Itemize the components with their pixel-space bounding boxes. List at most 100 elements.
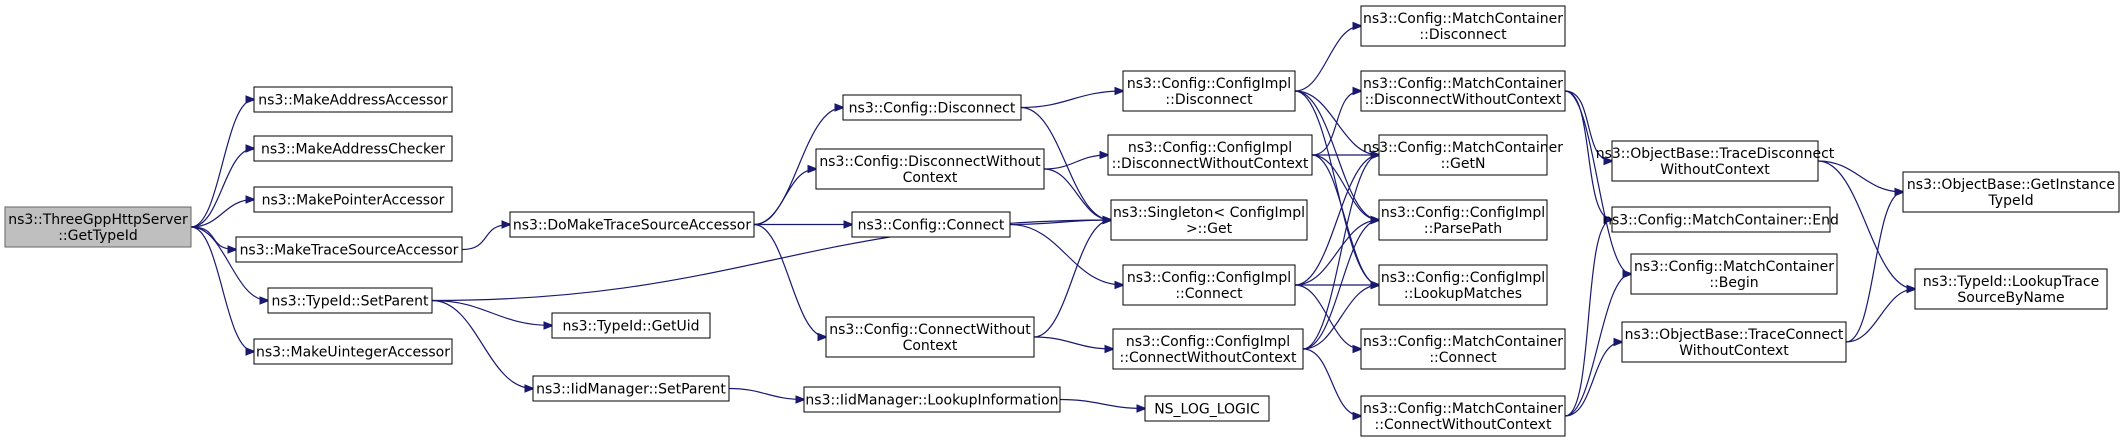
node-cfg-disc-wo[interactable]: ns3::Config::DisconnectWithoutContext (815, 148, 1045, 190)
node-impl-conn-wo[interactable]: ns3::Config::ConfigImpl::ConnectWithoutC… (1112, 328, 1304, 370)
node-label: ::LookupMatches (1404, 286, 1522, 302)
node-label: ns3::Config::Connect (858, 218, 1005, 234)
node-label: ns3::MakeTraceSourceAccessor (240, 243, 459, 259)
node-do-make-trace[interactable]: ns3::DoMakeTraceSourceAccessor (509, 211, 755, 238)
edge-impl-conn-wo-to-impl-lookup (1302, 285, 1379, 350)
node-get-uid[interactable]: ns3::TypeId::GetUid (551, 312, 711, 339)
node-label: WithoutContext (1679, 343, 1789, 359)
node-singleton[interactable]: ns3::Singleton< ConfigImpl >::Get (1110, 199, 1308, 241)
node-box (253, 135, 453, 162)
node-label: ::DisconnectWithoutContext (1365, 92, 1562, 108)
node-box (1914, 268, 2108, 310)
node-cfg-disconnect[interactable]: ns3::Config::Disconnect (842, 94, 1022, 121)
node-label: ns3::Config::MatchContainer (1363, 11, 1563, 27)
node-label: ns3::ObjectBase::GetInstance (1907, 177, 2115, 193)
node-label: ns3::Config::ConfigImpl (1381, 270, 1545, 286)
node-impl-conn[interactable]: ns3::Config::ConfigImpl::Connect (1122, 264, 1296, 306)
node-box (551, 312, 711, 339)
node-make-ptr-acc[interactable]: ns3::MakePointerAccessor (253, 186, 453, 213)
node-box (1144, 395, 1270, 422)
node-box (815, 148, 1045, 190)
node-box (4, 206, 192, 248)
node-cfg-connect[interactable]: ns3::Config::Connect (851, 211, 1011, 238)
node-label: ::ParsePath (1424, 221, 1502, 237)
edge-cfg-conn-wo-to-singleton (1033, 220, 1111, 338)
edge-mc-disc-wo-to-ob-trace-disc (1564, 90, 1612, 161)
node-label: ns3::IidManager::LookupInformation (805, 393, 1058, 409)
node-label: ::Disconnect (1419, 27, 1507, 43)
node-make-uint-acc[interactable]: ns3::MakeUintegerAccessor (253, 338, 453, 365)
node-box (253, 338, 453, 365)
node-label: ns3::Config::MatchContainer (1363, 76, 1563, 92)
edge-impl-disc-wo-to-impl-lookup (1311, 154, 1379, 285)
edge-make-trace-acc-to-do-make-trace (461, 225, 510, 251)
node-impl-lookup[interactable]: ns3::Config::ConfigImpl::LookupMatches (1378, 264, 1548, 306)
edge-ob-trace-disc-to-ob-get-inst (1817, 160, 1903, 192)
edge-impl-conn-to-impl-parse (1294, 220, 1379, 286)
node-label: ::Connect (1175, 286, 1243, 302)
edge-ob-trace-conn-to-ob-get-inst (1845, 192, 1903, 343)
node-ns-log[interactable]: NS_LOG_LOGIC (1144, 395, 1270, 422)
node-mc-end[interactable]: ns3::Config::MatchContainer::End (1603, 206, 1839, 233)
node-make-addr-chk[interactable]: ns3::MakeAddressChecker (253, 135, 453, 162)
node-label: ::Connect (1429, 350, 1497, 366)
edge-root-to-make-addr-acc (190, 100, 254, 228)
node-label: ns3::ObjectBase::TraceDisconnect (1596, 146, 1835, 162)
node-label: ns3::Config::ConfigImpl (1127, 76, 1291, 92)
node-box (1621, 321, 1847, 363)
node-mc-conn-wo[interactable]: ns3::Config::MatchContainer::ConnectWith… (1360, 395, 1566, 437)
node-label: ns3::MakeAddressChecker (261, 142, 445, 158)
node-box (1378, 134, 1548, 176)
node-box (1360, 70, 1566, 112)
node-box (1122, 264, 1296, 306)
edge-impl-disc-to-mc-disc (1294, 26, 1361, 92)
node-box (1112, 328, 1304, 370)
node-box (1360, 395, 1566, 437)
node-label: ns3::Config::ConfigImpl (1128, 140, 1292, 156)
node-root[interactable]: ns3::ThreeGppHttpServer::GetTypeId (4, 206, 192, 248)
node-mc-disc[interactable]: ns3::Config::MatchContainer::Disconnect (1360, 5, 1566, 47)
edge-mc-disc-wo-to-mc-begin (1564, 90, 1631, 274)
node-mc-begin[interactable]: ns3::Config::MatchContainer::Begin (1630, 253, 1838, 295)
node-type-set-parent[interactable]: ns3::TypeId::SetParent (267, 287, 433, 314)
node-mc-connect[interactable]: ns3::Config::MatchContainer::Connect (1360, 328, 1566, 370)
node-label: ns3::Config::Disconnect (849, 101, 1016, 117)
node-label: ns3::IidManager::SetParent (536, 382, 726, 398)
node-cfg-conn-wo[interactable]: ns3::Config::ConnectWithoutContext (825, 316, 1035, 358)
node-label: ns3::ThreeGppHttpServer (8, 212, 188, 228)
node-label: ns3::Config::DisconnectWithout (819, 154, 1041, 170)
node-impl-disc-wo[interactable]: ns3::Config::ConfigImpl::DisconnectWitho… (1107, 134, 1313, 176)
node-make-trace-acc[interactable]: ns3::MakeTraceSourceAccessor (235, 236, 463, 263)
node-label: ns3::Config::MatchContainer (1363, 334, 1563, 350)
node-box (842, 94, 1022, 121)
node-iid-set-parent[interactable]: ns3::IidManager::SetParent (532, 375, 730, 402)
node-box (1611, 140, 1819, 182)
node-label: NS_LOG_LOGIC (1154, 402, 1260, 418)
node-impl-parse[interactable]: ns3::Config::ConfigImpl::ParsePath (1378, 199, 1548, 241)
node-make-addr-acc[interactable]: ns3::MakeAddressAccessor (253, 86, 453, 113)
edges (190, 26, 1915, 417)
node-label: ns3::Singleton< ConfigImpl (1113, 205, 1305, 221)
node-box (1360, 5, 1566, 47)
node-ob-trace-conn[interactable]: ns3::ObjectBase::TraceConnectWithoutCont… (1621, 321, 1847, 363)
node-label: ns3::Config::MatchContainer (1363, 140, 1563, 156)
node-box (1902, 171, 2120, 213)
edge-cfg-connect-to-singleton (1009, 220, 1111, 226)
node-label: Context (903, 170, 958, 186)
node-label: >::Get (1186, 221, 1233, 237)
node-label: Context (903, 338, 958, 354)
edge-impl-disc-wo-to-impl-parse (1311, 154, 1379, 220)
node-iid-lookup[interactable]: ns3::IidManager::LookupInformation (803, 386, 1061, 413)
node-box (1378, 199, 1548, 241)
node-impl-disc[interactable]: ns3::Config::ConfigImpl::Disconnect (1122, 70, 1296, 112)
node-label: ns3::ObjectBase::TraceConnect (1625, 327, 1844, 343)
edge-mc-conn-wo-to-mc-end (1564, 220, 1612, 417)
node-mc-disc-wo[interactable]: ns3::Config::MatchContainer::DisconnectW… (1360, 70, 1566, 112)
edge-impl-conn-wo-to-mc-get-n (1302, 155, 1379, 350)
node-box (509, 211, 755, 238)
node-mc-get-n[interactable]: ns3::Config::MatchContainer::GetN (1363, 134, 1563, 176)
node-ob-trace-disc[interactable]: ns3::ObjectBase::TraceDisconnectWithoutC… (1596, 140, 1835, 182)
node-box (267, 287, 433, 314)
